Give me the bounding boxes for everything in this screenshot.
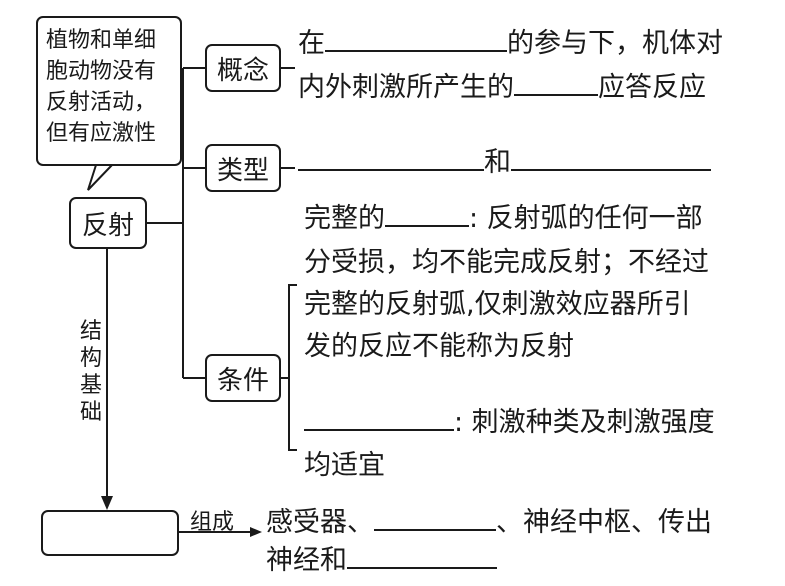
structure-line-1-middle: 、神经中枢、传出 [496,507,712,538]
types-line: 和 [298,141,711,185]
concept-line-1-after: 的参与下，机体对 [507,28,723,59]
vertical-char-3: 基 [79,373,102,398]
conditions-p2-line-2: 均适宜 [304,450,385,481]
branch-label-conditions: 条件 [216,365,269,396]
conditions-p1-line-2: 分受损，均不能完成反射；不经过 [304,247,709,278]
conditions-p1-line-4: 发的反应不能称为反射 [304,331,574,362]
structure-blank-box[interactable] [41,510,179,556]
concept-blank-1[interactable] [325,24,507,52]
conditions-p2-after: : 刺激种类及刺激强度 [454,407,715,438]
branch-box-types: 类型 [205,144,281,192]
concept-line-1-before: 在 [298,28,325,59]
types-joiner: 和 [484,147,511,178]
concept-blank-2[interactable] [514,68,598,96]
types-blank-1[interactable] [298,143,484,171]
note-line-2: 胞动物没有 [46,59,157,84]
concept-line-2: 内外刺激所产生的 应答反应 [298,66,706,110]
conditions-blank-2[interactable] [304,403,454,431]
note-pointer [87,164,113,191]
structure-line-2-before: 神经和 [266,545,347,576]
branch-box-concept: 概念 [205,44,281,92]
conditions-p1-line-3: 完整的反射弧,仅刺激效应器所引 [304,289,691,320]
concept-line-1: 在 的参与下，机体对 [298,22,723,66]
conditions-p1-line-1: 完整的 : 反射弧的任何一部 [304,197,703,241]
note-line-3: 反射活动， [46,90,157,115]
structure-blank-2[interactable] [347,541,497,569]
structure-line-1: 感受器、 、神经中枢、传出 [266,501,712,545]
concept-line-2-before: 内外刺激所产生的 [298,72,514,103]
compose-arrowhead [250,527,262,537]
branch-label-types: 类型 [216,155,269,186]
center-node-label: 反射 [81,210,134,241]
center-node-reflex: 反射 [69,197,147,249]
vertical-char-2: 构 [79,346,102,371]
structure-line-1-before: 感受器、 [266,507,374,538]
branch-label-concept: 概念 [216,55,269,86]
conditions-bracket [288,284,297,451]
vertical-char-4: 础 [79,400,102,425]
branch-box-conditions: 条件 [205,354,281,402]
note-line-1: 植物和单细 [46,28,157,53]
vertical-char-1: 结 [79,319,102,344]
structure-vertical-label: 结 构 基 础 [76,318,106,426]
note-callout: 植物和单细 胞动物没有 反射活动， 但有应激性 [36,16,182,166]
conditions-p2-line-1: : 刺激种类及刺激强度 [304,401,715,445]
conditions-blank-1[interactable] [385,199,469,227]
structure-blank-1[interactable] [374,503,496,531]
structure-line-2: 神经和 [266,539,497,583]
structure-arrowhead [101,496,113,510]
concept-line-2-after: 应答反应 [598,72,706,103]
compose-arrow-label: 组成 [190,510,235,535]
note-line-4: 但有应激性 [46,121,157,146]
conditions-p1-before: 完整的 [304,203,385,234]
types-blank-2[interactable] [511,143,711,171]
conditions-p1-after: : 反射弧的任何一部 [469,203,703,234]
